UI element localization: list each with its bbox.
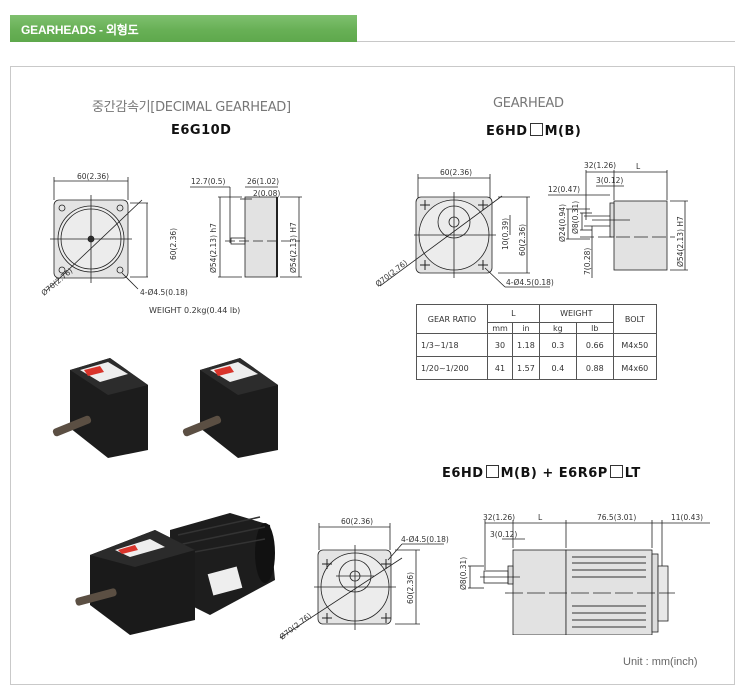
side-dim-a: 32(1.26)	[584, 161, 616, 170]
cell-bolt: M4x50	[612, 333, 657, 357]
front-hole-dim: 4-Ø4.5(0.18)	[506, 278, 554, 287]
side-dim-b: 3(0.12)	[596, 176, 623, 185]
cell-in: 1.57	[512, 356, 540, 380]
placeholder-box-icon	[609, 465, 623, 478]
side-dim-c: 12(0.47)	[548, 185, 580, 194]
side-view	[190, 186, 302, 278]
front-height-dim: 60(2.36)	[518, 224, 527, 256]
side-dim-b: 3(0.12)	[490, 530, 517, 539]
col-weight: WEIGHT	[538, 304, 614, 323]
side-dim-l: L	[636, 162, 641, 171]
gearhead-model: E6HD M(B)	[486, 123, 581, 139]
cell-lb: 0.66	[575, 333, 614, 357]
gearhead-subtitle: GEARHEAD	[493, 96, 564, 111]
decimal-gearhead-photo-2	[182, 358, 278, 458]
decimal-gearhead-subtitle: 중간감속기[DECIMAL GEARHEAD]	[92, 100, 291, 115]
front-view	[379, 174, 550, 288]
cell-mm: 30	[487, 333, 513, 357]
cell-ratio: 1/20~1/200	[416, 356, 488, 380]
side-dim-a: 12.7(0.5)	[191, 177, 226, 186]
side-dia: Ø8(0.31)	[459, 557, 468, 590]
front-width-dim: 60(2.36)	[77, 172, 109, 181]
front-diag-dim: Ø70(2.76)	[278, 611, 314, 642]
cell-kg: 0.3	[538, 333, 577, 357]
col-in: in	[512, 322, 540, 334]
cell-lb: 0.88	[575, 356, 614, 380]
front-height-dim: 60(2.36)	[169, 228, 178, 260]
side-dim-l: L	[538, 513, 543, 522]
cell-in: 1.18	[512, 333, 540, 357]
side-view	[548, 170, 688, 278]
model-part-a: E6HD	[442, 466, 484, 481]
cell-kg: 0.4	[538, 356, 577, 380]
side-dim-motor: 76.5(3.01)	[597, 513, 636, 522]
front-hole-dim: 4-Ø4.5(0.18)	[401, 535, 449, 544]
decimal-gearhead-drawing: 60(2.36) 60(2.36) Ø70(2.76) 4-Ø4.5(0.18)…	[40, 172, 302, 298]
front-diag-dim: Ø70(2.76)	[374, 258, 410, 289]
col-bolt: BOLT	[612, 304, 657, 334]
section-header: GEARHEADS - 외형도	[10, 15, 357, 42]
cell-bolt: M4x60	[612, 356, 657, 380]
side-dia-left: Ø54(2.13) h7	[209, 223, 218, 273]
table-row: 1/3~1/18 30 1.18 0.3 0.66 M4x50	[416, 333, 657, 357]
side-dim-end: 11(0.43)	[671, 513, 703, 522]
front-hole-dim: 4-Ø4.5(0.18)	[140, 288, 188, 297]
decimal-gearhead-model: E6G10D	[171, 123, 232, 138]
gearhead-motor-model: E6HD M(B) + E6R6P LT	[442, 465, 641, 481]
front-view	[45, 177, 148, 292]
side-dim-d: 7(0.28)	[583, 248, 592, 275]
front-offset-dim: 10(0.39)	[501, 218, 510, 250]
gearhead-drawing: 60(2.36) 10(0.39) 60(2.36) Ø70(2.76) 4-Ø…	[374, 161, 688, 289]
side-dia-b: Ø8(0.31)	[571, 201, 580, 234]
gear-ratio-table: GEAR RATIO L WEIGHT BOLT mm in kg lb 1/3…	[416, 304, 657, 380]
front-width-dim: 60(2.36)	[341, 517, 373, 526]
gearhead-model-suffix: M(B)	[544, 124, 582, 139]
table-row: 1/20~1/200 41 1.57 0.4 0.88 M4x60	[416, 356, 657, 380]
header-divider	[10, 41, 735, 42]
side-dia-right: Ø54(2.13) H7	[289, 222, 298, 273]
side-dia-a: Ø24(0.94)	[558, 204, 567, 242]
decimal-gearhead-weight: WEIGHT 0.2kg(0.44 lb)	[149, 306, 241, 315]
gearhead-motor-side-drawing: 32(1.26) L 76.5(3.01) 11(0.43) 3(0.12) Ø…	[459, 513, 710, 635]
col-mm: mm	[487, 322, 513, 334]
gearhead-motor-front-drawing: 60(2.36) 4-Ø4.5(0.18) 60(2.36) Ø70(2.76)	[278, 517, 449, 642]
front-height-dim: 60(2.36)	[406, 572, 415, 604]
cell-ratio: 1/3~1/18	[416, 333, 488, 357]
side-dim-b: 26(1.02)	[247, 177, 279, 186]
decimal-gearhead-photo-1	[52, 358, 148, 458]
side-dia-right: Ø54(2.13) H7	[676, 216, 685, 267]
front-width-dim: 60(2.36)	[440, 168, 472, 177]
gearhead-model-prefix: E6HD	[486, 124, 528, 139]
col-kg: kg	[538, 322, 577, 334]
placeholder-box-icon	[485, 465, 499, 478]
model-part-b: M(B) + E6R6P	[500, 466, 608, 481]
col-lb: lb	[575, 322, 614, 334]
side-dim-a: 32(1.26)	[483, 513, 515, 522]
unit-note: Unit : mm(inch)	[623, 656, 698, 668]
cell-mm: 41	[487, 356, 513, 380]
col-gear-ratio: GEAR RATIO	[416, 304, 488, 334]
section-title: GEARHEADS - 외형도	[21, 23, 139, 37]
model-part-c: LT	[624, 466, 641, 481]
side-dim-c: 2(0.08)	[253, 189, 280, 198]
col-l: L	[487, 304, 540, 323]
gearhead-motor-photo	[75, 513, 275, 635]
placeholder-box-icon	[529, 123, 543, 136]
